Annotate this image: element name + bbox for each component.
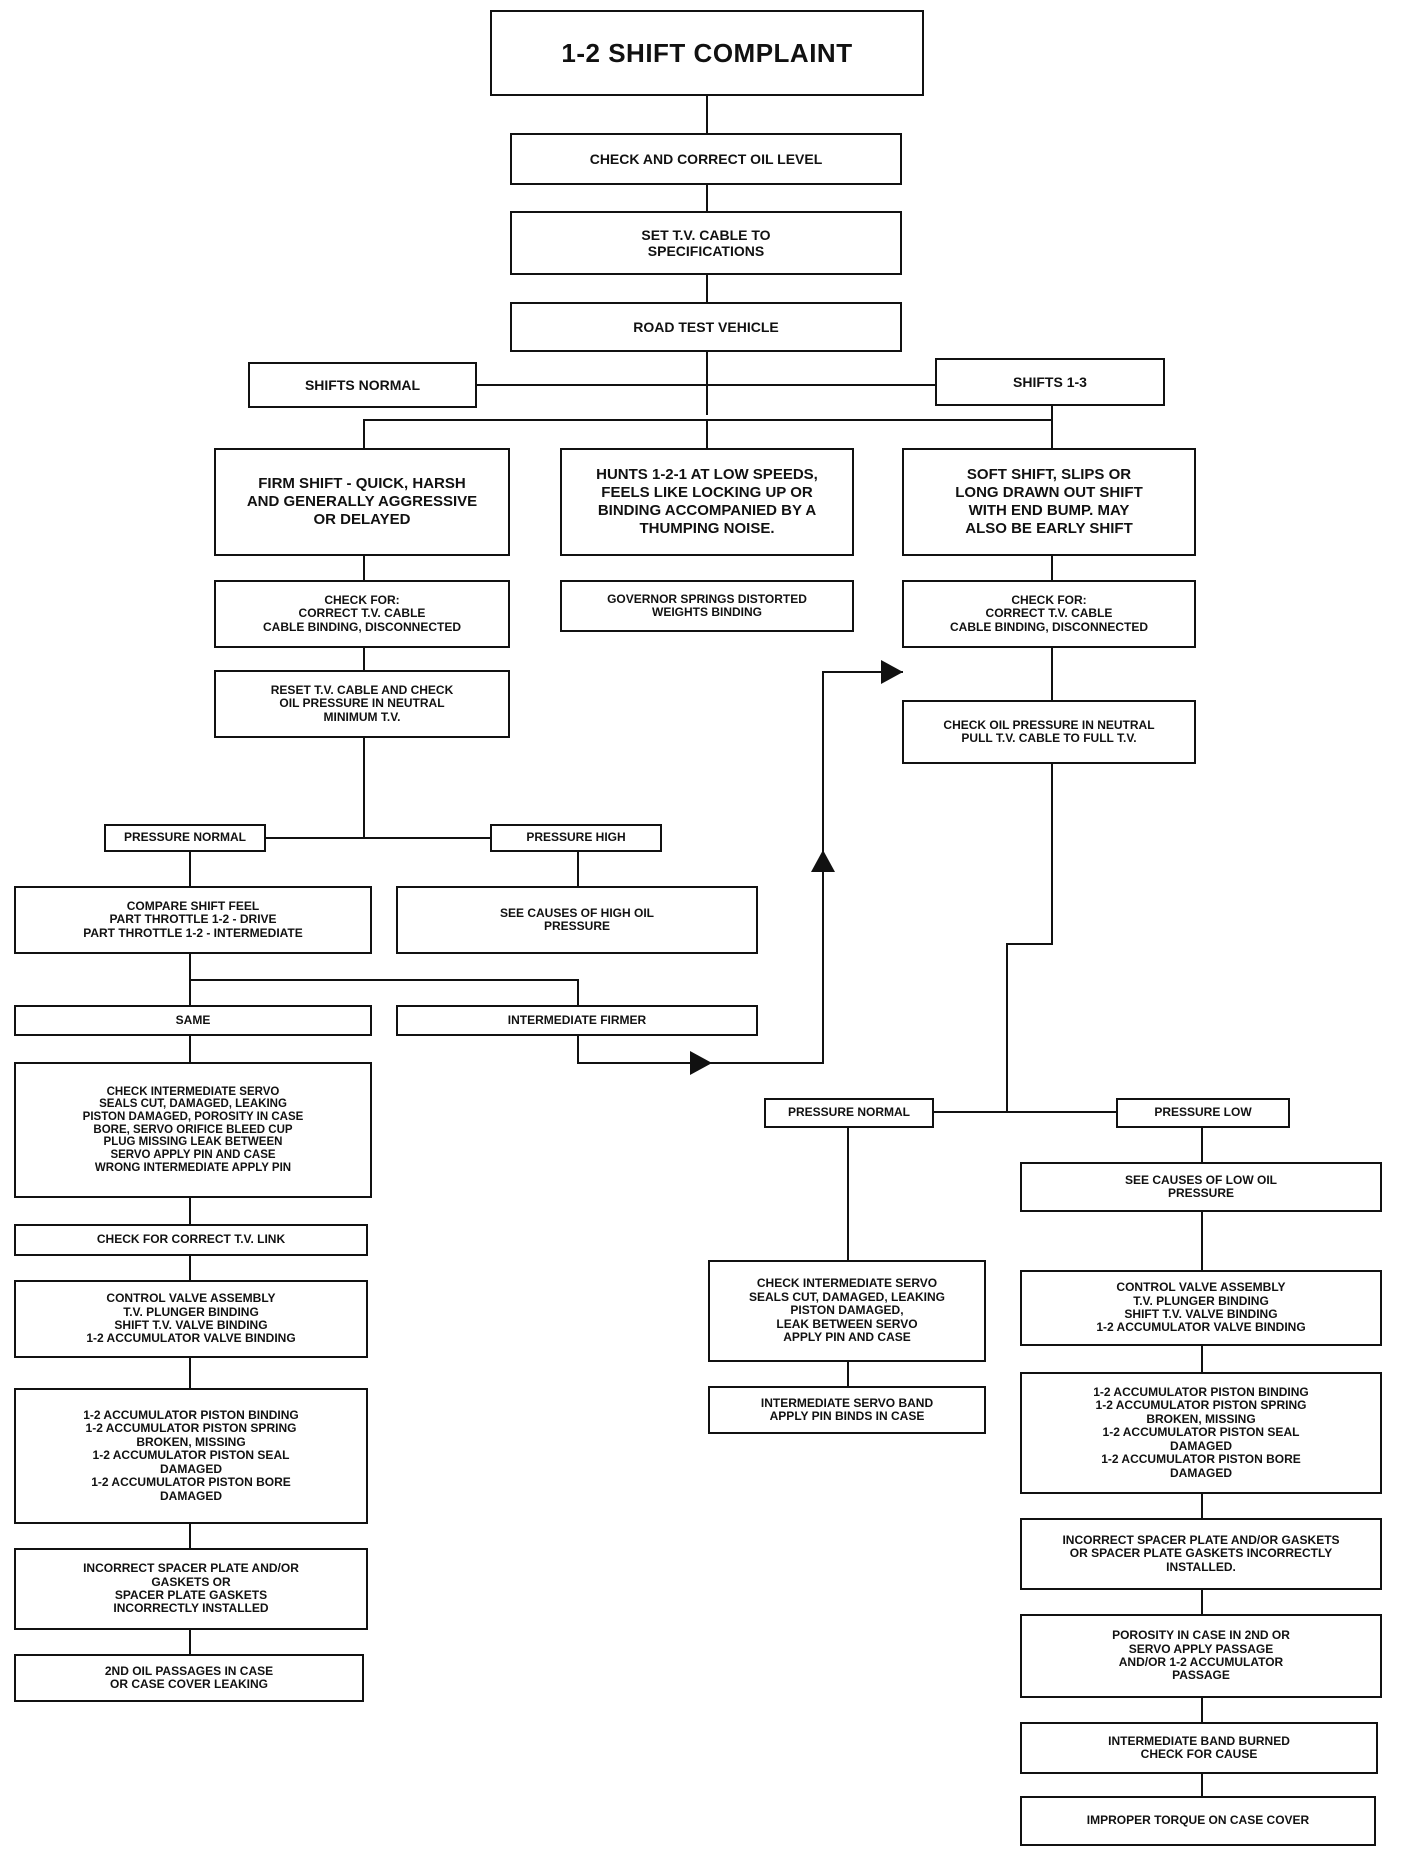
step-set-tv-cable: SET T.V. CABLE TO SPECIFICATIONS — [510, 211, 902, 275]
right-servo-band-apply-pin: INTERMEDIATE SERVO BAND APPLY PIN BINDS … — [708, 1386, 986, 1434]
left-control-valve-assembly: CONTROL VALVE ASSEMBLY T.V. PLUNGER BIND… — [14, 1280, 368, 1358]
result-shifts-normal: SHIFTS NORMAL — [248, 362, 477, 408]
right-pressure-low: PRESSURE LOW — [1116, 1098, 1290, 1128]
connector-firmer-crossover — [577, 671, 903, 1064]
right-see-low-oil-pressure: SEE CAUSES OF LOW OIL PRESSURE — [1020, 1162, 1382, 1212]
left-result-intermediate-firmer: INTERMEDIATE FIRMER — [396, 1005, 758, 1036]
middle-governor-springs: GOVERNOR SPRINGS DISTORTED WEIGHTS BINDI… — [560, 580, 854, 632]
connector-pressure-down — [1006, 763, 1053, 1113]
right-intermediate-band-burned: INTERMEDIATE BAND BURNED CHECK FOR CAUSE — [1020, 1722, 1378, 1774]
right-incorrect-spacer-plate: INCORRECT SPACER PLATE AND/OR GASKETS OR… — [1020, 1518, 1382, 1590]
arrowhead-up — [811, 850, 835, 872]
result-shifts-1-3: SHIFTS 1-3 — [935, 358, 1165, 406]
left-reset-tv-cable: RESET T.V. CABLE AND CHECK OIL PRESSURE … — [214, 670, 510, 738]
right-control-valve-assembly: CONTROL VALVE ASSEMBLY T.V. PLUNGER BIND… — [1020, 1270, 1382, 1346]
left-accumulator-piston: 1-2 ACCUMULATOR PISTON BINDING 1-2 ACCUM… — [14, 1388, 368, 1524]
step-check-oil-level: CHECK AND CORRECT OIL LEVEL — [510, 133, 902, 185]
left-check-for-tv-cable: CHECK FOR: CORRECT T.V. CABLE CABLE BIND… — [214, 580, 510, 648]
right-improper-torque: IMPROPER TORQUE ON CASE COVER — [1020, 1796, 1376, 1846]
left-pressure-normal: PRESSURE NORMAL — [104, 824, 266, 852]
arrowhead-right-upper — [881, 660, 903, 684]
right-check-for-tv-cable: CHECK FOR: CORRECT T.V. CABLE CABLE BIND… — [902, 580, 1196, 648]
left-incorrect-spacer-plate: INCORRECT SPACER PLATE AND/OR GASKETS OR… — [14, 1548, 368, 1630]
right-check-intermediate-servo: CHECK INTERMEDIATE SERVO SEALS CUT, DAMA… — [708, 1260, 986, 1362]
right-pressure-normal: PRESSURE NORMAL — [764, 1098, 934, 1128]
symptom-soft-shift: SOFT SHIFT, SLIPS OR LONG DRAWN OUT SHIF… — [902, 448, 1196, 556]
left-result-same: SAME — [14, 1005, 372, 1036]
arrowhead-right-lower — [690, 1051, 712, 1075]
right-accumulator-piston: 1-2 ACCUMULATOR PISTON BINDING 1-2 ACCUM… — [1020, 1372, 1382, 1494]
right-porosity-in-case: POROSITY IN CASE IN 2ND OR SERVO APPLY P… — [1020, 1614, 1382, 1698]
right-check-oil-pressure: CHECK OIL PRESSURE IN NEUTRAL PULL T.V. … — [902, 700, 1196, 764]
connector-compare-to-firmer — [189, 979, 579, 1006]
symptom-firm-shift: FIRM SHIFT - QUICK, HARSH AND GENERALLY … — [214, 448, 510, 556]
left-compare-shift-feel: COMPARE SHIFT FEEL PART THROTTLE 1-2 - D… — [14, 886, 372, 954]
symptom-hunts-1-2-1: HUNTS 1-2-1 AT LOW SPEEDS, FEELS LIKE LO… — [560, 448, 854, 556]
left-see-high-oil-pressure: SEE CAUSES OF HIGH OIL PRESSURE — [396, 886, 758, 954]
step-road-test: ROAD TEST VEHICLE — [510, 302, 902, 352]
left-pressure-high: PRESSURE HIGH — [490, 824, 662, 852]
left-2nd-oil-passages: 2ND OIL PASSAGES IN CASE OR CASE COVER L… — [14, 1654, 364, 1702]
left-check-intermediate-servo: CHECK INTERMEDIATE SERVO SEALS CUT, DAMA… — [14, 1062, 372, 1198]
left-check-tv-link: CHECK FOR CORRECT T.V. LINK — [14, 1224, 368, 1256]
title-box: 1-2 SHIFT COMPLAINT — [490, 10, 924, 96]
